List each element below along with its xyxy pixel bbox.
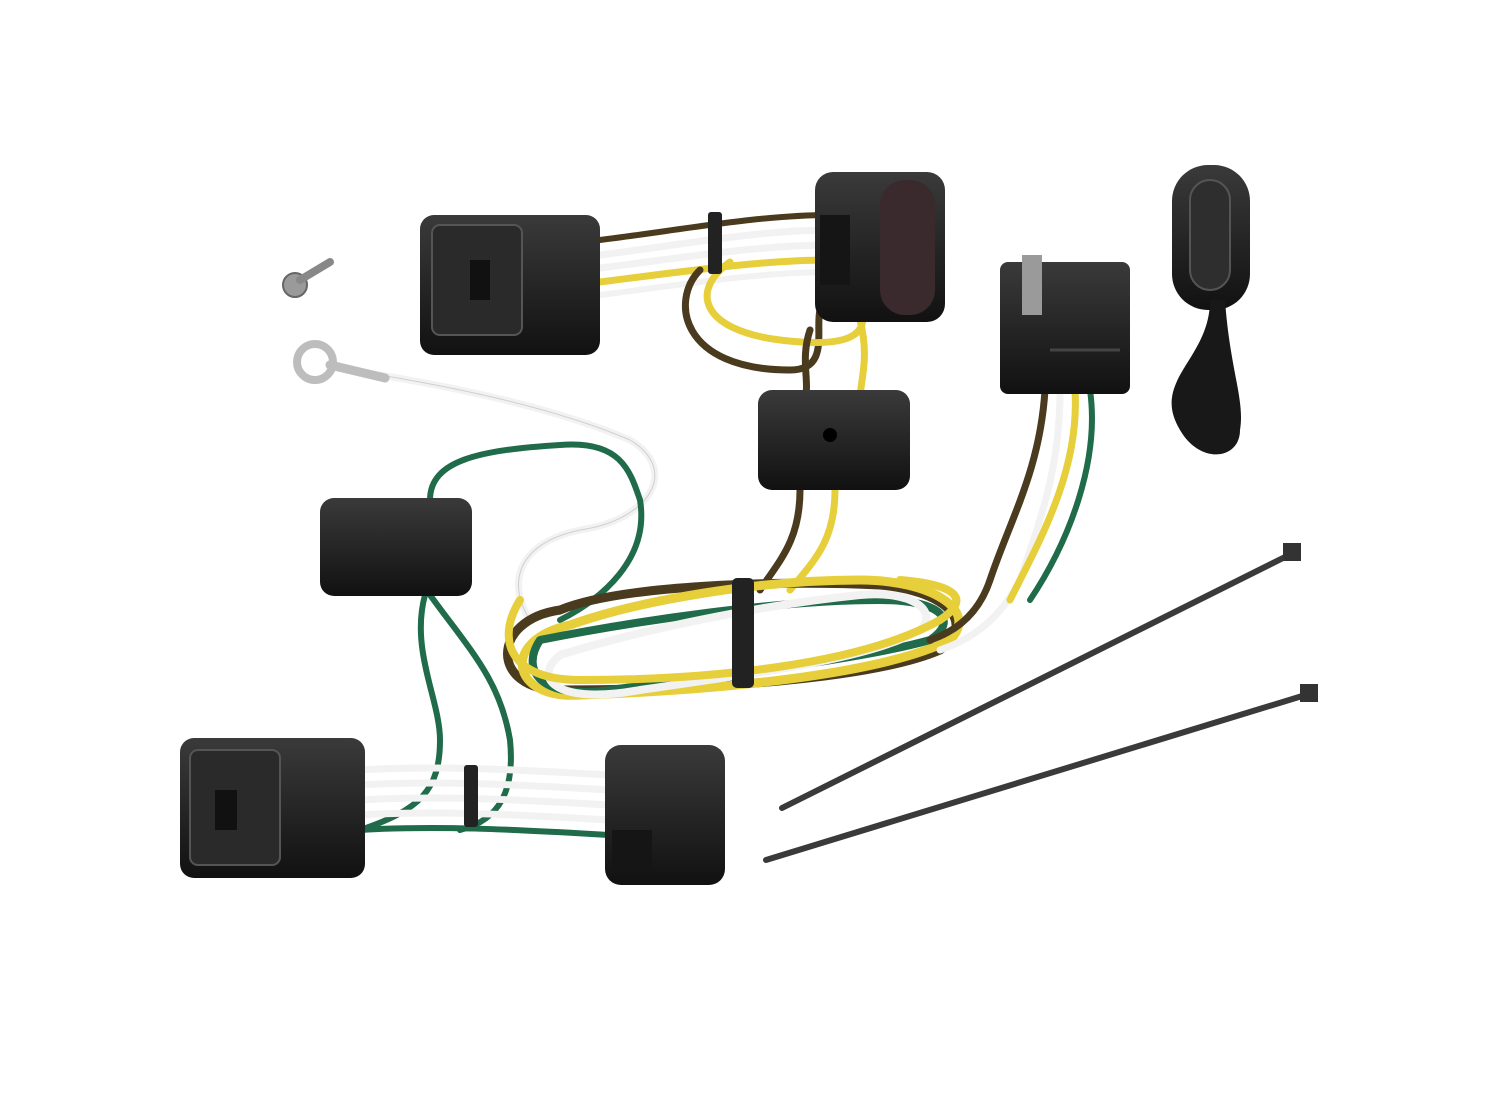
cable-tie-icon xyxy=(779,543,1301,811)
dust-cap-icon xyxy=(1171,165,1250,455)
vehicle-connector-icon xyxy=(420,215,600,355)
vehicle-connector-icon xyxy=(180,738,365,878)
bundle-tie xyxy=(464,765,478,827)
converter-box-icon xyxy=(320,498,472,596)
bundle-tie xyxy=(708,212,722,274)
converter-box-icon xyxy=(758,390,910,490)
screw-icon xyxy=(282,258,334,298)
bundle-tie xyxy=(732,578,754,688)
cable-tie-icon xyxy=(763,684,1318,863)
wires xyxy=(356,212,1095,838)
bottom-wire-bundle xyxy=(356,764,614,838)
four-flat-connector-icon xyxy=(1000,255,1130,394)
vehicle-connector-icon xyxy=(605,745,725,885)
ring-terminal-icon xyxy=(293,340,390,384)
vehicle-connector-icon xyxy=(815,172,945,322)
